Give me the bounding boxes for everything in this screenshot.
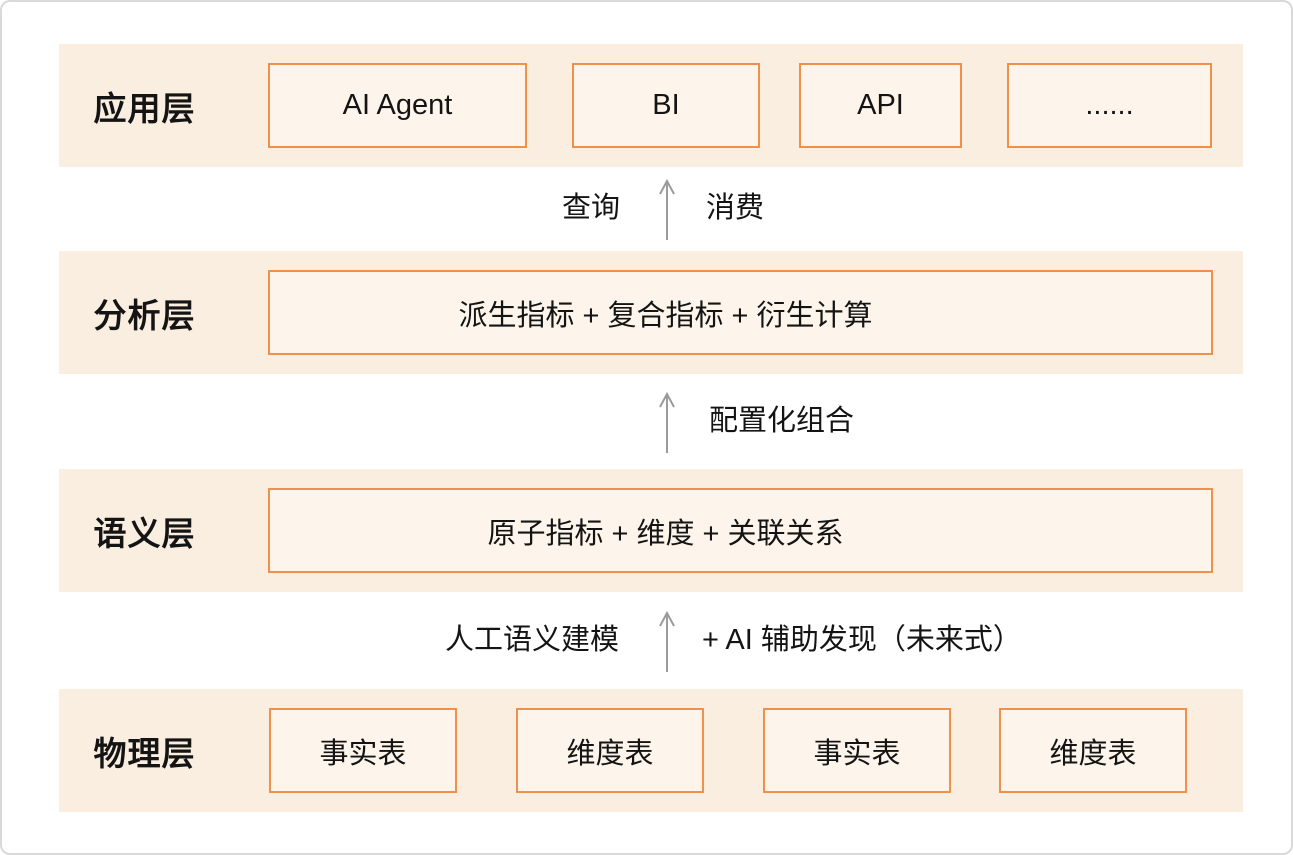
node-ai-agent: AI Agent <box>268 63 527 148</box>
node-label: BI <box>652 89 680 121</box>
connector-label-right: + AI 辅助发现（未来式） <box>702 624 1022 656</box>
up-arrow-icon <box>659 610 675 672</box>
up-arrow-icon <box>659 178 675 240</box>
layer-band-physical: 物理层 事实表 维度表 事实表 维度表 <box>59 689 1243 812</box>
layer-label-application: 应用层 <box>93 89 196 127</box>
node-label: ...... <box>1085 89 1134 121</box>
node-fact-table-2: 事实表 <box>763 708 951 793</box>
node-label: 维度表 <box>566 737 654 770</box>
node-atomic-metrics: 原子指标 + 维度 + 关联关系 <box>268 488 1213 573</box>
node-label: AI Agent <box>342 89 453 121</box>
layer-band-semantic: 语义层 原子指标 + 维度 + 关联关系 <box>59 469 1243 592</box>
layer-label-semantic: 语义层 <box>93 514 196 552</box>
layer-label-analysis: 分析层 <box>93 296 196 334</box>
node-label: 事实表 <box>319 737 407 770</box>
node-bi: BI <box>572 63 760 148</box>
up-arrow-icon <box>659 391 675 453</box>
layer-label-physical: 物理层 <box>93 734 196 772</box>
node-derived-metrics: 派生指标 + 复合指标 + 衍生计算 <box>268 270 1213 355</box>
node-label: API <box>857 89 904 121</box>
layer-band-analysis: 分析层 派生指标 + 复合指标 + 衍生计算 <box>59 251 1243 374</box>
layer-band-application: 应用层 AI Agent BI API ...... <box>59 44 1243 167</box>
node-dim-table-2: 维度表 <box>999 708 1187 793</box>
node-ellipsis: ...... <box>1007 63 1212 148</box>
node-label: 维度表 <box>1049 737 1137 770</box>
node-api: API <box>799 63 962 148</box>
node-fact-table-1: 事实表 <box>269 708 457 793</box>
connector-label-left: 人工语义建模 <box>445 624 620 656</box>
node-label: 原子指标 + 维度 + 关联关系 <box>487 517 844 550</box>
node-label: 派生指标 + 复合指标 + 衍生计算 <box>458 299 873 332</box>
connector-label-left: 查询 <box>562 192 621 224</box>
node-label: 事实表 <box>813 737 901 770</box>
node-dim-table-1: 维度表 <box>516 708 704 793</box>
connector-label-right: 消费 <box>706 192 765 224</box>
connector-label-right: 配置化组合 <box>709 405 855 437</box>
